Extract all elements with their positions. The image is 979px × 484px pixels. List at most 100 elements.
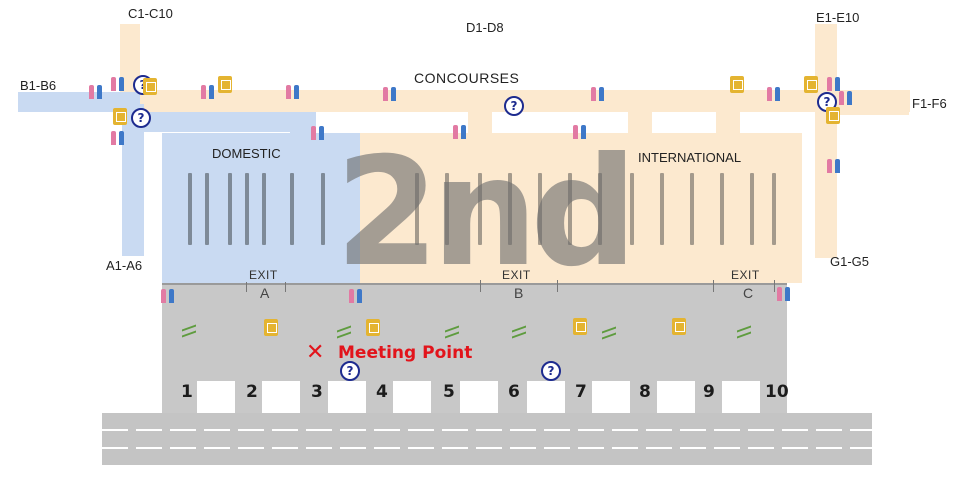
door-gap [393,381,431,413]
bay [290,173,294,245]
escalator-icon [180,325,198,337]
label-concourse-f: F1-F6 [912,96,947,111]
connector-intl-1 [468,112,492,134]
exit-frame-b [480,280,558,292]
door-number: 9 [703,382,715,402]
escalator-icon [443,326,461,338]
bay [598,173,602,245]
elevator-icon [218,76,232,93]
restroom-icon [590,86,606,102]
domestic-label: DOMESTIC [212,146,281,161]
bay [228,173,232,245]
restroom-icon [572,124,588,140]
elevator-icon [826,107,840,124]
door-number: 4 [376,382,388,402]
bay [188,173,192,245]
bay [750,173,754,245]
bay [508,173,512,245]
lane-marking [102,447,872,449]
connector-domestic-drop [290,112,314,134]
restroom-icon [838,90,854,106]
concourse-corridor-f [837,93,909,115]
information-icon: ? [131,108,151,128]
exit-letter-c: C [743,285,754,301]
door-gap [328,381,366,413]
door-number: 3 [311,382,323,402]
bay [245,173,249,245]
label-concourse-d: D1-D8 [466,20,504,35]
bay [772,173,776,245]
bay [630,173,634,245]
bay [568,173,572,245]
bay [660,173,664,245]
bay [445,173,449,245]
elevator-icon [366,319,380,336]
meeting-point-marker-icon: ✕ [306,340,325,365]
bay [205,173,209,245]
international-hall [360,133,802,283]
door-gap [527,381,565,413]
label-concourse-b: B1-B6 [20,78,57,93]
restroom-icon [110,130,126,146]
door-number: 5 [443,382,455,402]
bay [321,173,325,245]
door-gap [592,381,630,413]
connector-intl-3 [716,112,740,134]
restroom-icon [826,158,842,174]
elevator-icon [804,76,818,93]
concourse-corridor-e [815,24,837,258]
label-concourse-c: C1-C10 [128,6,173,21]
bay [415,173,419,245]
label-concourse-g: G1-G5 [830,254,870,269]
information-icon: ? [541,361,561,381]
elevator-icon [730,76,744,93]
information-icon: ? [340,361,360,381]
escalator-icon [600,327,618,339]
lane-marking [102,429,872,431]
bay [538,173,542,245]
exit-letter-b: B [514,285,524,301]
restroom-icon [310,125,326,141]
door-number: 8 [639,382,651,402]
exit-frame-a [246,282,286,292]
elevator-icon [143,78,157,95]
door-number: 2 [246,382,258,402]
restroom-icon [826,76,842,92]
escalator-icon [335,326,353,338]
bay [478,173,482,245]
door-gap [262,381,300,413]
elevator-icon [113,108,127,125]
restroom-icon [110,76,126,92]
elevator-icon [573,318,587,335]
door-gap [722,381,760,413]
road [102,413,872,465]
restroom-icon [766,86,782,102]
door-gap [460,381,498,413]
door-gap [657,381,695,413]
label-concourse-a: A1-A6 [106,258,143,273]
exit-frame-c [713,280,775,292]
restroom-icon [200,84,216,100]
label-concourse-e: E1-E10 [816,10,860,25]
exit-label-b: EXIT [502,268,531,282]
concourse-corridor-a [122,104,144,256]
door-number: 1 [181,382,193,402]
restroom-icon [452,124,468,140]
connector-intl-2 [628,112,652,134]
restroom-icon [160,288,176,304]
door-number: 10 [765,382,789,402]
bay [720,173,724,245]
level-watermark: 2nd [335,126,638,300]
information-icon: ? [504,96,524,116]
elevator-icon [672,318,686,335]
escalator-icon [735,326,753,338]
bay [262,173,266,245]
escalator-icon [510,326,528,338]
domestic-hall [162,133,360,283]
concourses-title: CONCOURSES [414,70,520,86]
door-gap [197,381,235,413]
bay [690,173,694,245]
exit-label-c: EXIT [731,268,760,282]
restroom-icon [382,86,398,102]
meeting-point-label: Meeting Point [338,343,473,363]
